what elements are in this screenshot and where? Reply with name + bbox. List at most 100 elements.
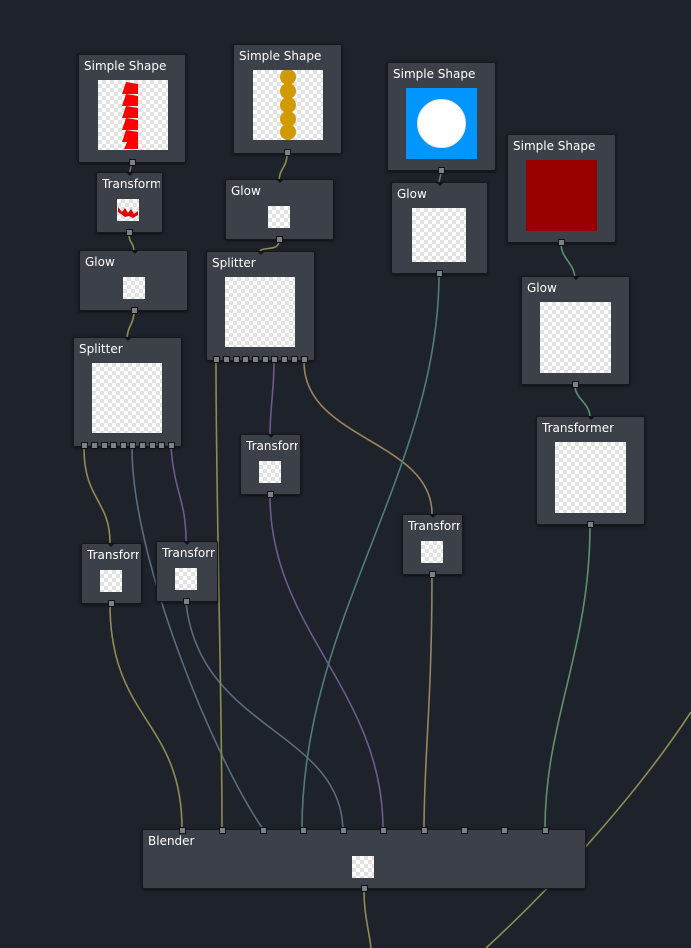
output-port[interactable]: [110, 442, 117, 449]
wire: [269, 361, 275, 435]
wire: [185, 602, 344, 830]
wire: [83, 447, 111, 544]
node-title: Splitter: [79, 342, 123, 356]
output-port[interactable]: [101, 442, 108, 449]
node-simple-shape-3[interactable]: Simple Shape: [387, 62, 496, 174]
node-glow-3[interactable]: Glow: [391, 182, 488, 277]
spike-shape-thumbnail: [122, 82, 138, 149]
input-port[interactable]: [501, 827, 508, 834]
input-port[interactable]: [267, 434, 275, 438]
output-port[interactable]: [572, 381, 579, 388]
output-port[interactable]: [284, 149, 291, 156]
input-port[interactable]: [276, 179, 284, 183]
node-preview: [526, 160, 597, 231]
wire: [269, 495, 384, 830]
input-port[interactable]: [461, 827, 468, 834]
input-port[interactable]: [340, 827, 347, 834]
output-port[interactable]: [267, 491, 274, 498]
node-preview: [225, 277, 295, 347]
output-port[interactable]: [233, 356, 240, 363]
node-splitter-2[interactable]: Splitter: [206, 251, 315, 363]
spike-shape-thumbnail: [118, 207, 138, 218]
output-port[interactable]: [429, 571, 436, 578]
output-port[interactable]: [301, 356, 308, 363]
output-port[interactable]: [158, 442, 165, 449]
node-glow-4[interactable]: Glow: [521, 276, 630, 388]
wire: [278, 153, 288, 183]
node-blender[interactable]: Blender: [142, 827, 586, 892]
wire: [131, 447, 264, 830]
output-port[interactable]: [558, 239, 565, 246]
output-port[interactable]: [129, 442, 136, 449]
output-port[interactable]: [438, 167, 445, 174]
output-port[interactable]: [281, 356, 288, 363]
node-simple-shape-4[interactable]: Simple Shape: [507, 134, 616, 246]
node-preview: [268, 206, 290, 228]
node-title: Simple Shape: [84, 59, 167, 73]
input-port[interactable]: [183, 541, 191, 545]
input-port[interactable]: [131, 250, 139, 254]
node-title: Transform: [246, 439, 298, 453]
output-port[interactable]: [129, 159, 136, 166]
output-port[interactable]: [271, 356, 278, 363]
input-port[interactable]: [436, 182, 444, 186]
node-title: Splitter: [212, 256, 256, 270]
node-transform-d[interactable]: Transform: [402, 514, 463, 578]
wire: [109, 603, 183, 830]
output-port[interactable]: [139, 442, 146, 449]
node-transformer-1[interactable]: Transformer: [96, 172, 163, 236]
node-title: Transformer: [102, 177, 160, 191]
node-simple-shape-1[interactable]: Simple Shape: [78, 54, 186, 166]
input-port[interactable]: [179, 827, 186, 834]
output-port[interactable]: [108, 600, 115, 607]
output-port[interactable]: [242, 356, 249, 363]
input-port[interactable]: [300, 827, 307, 834]
node-preview: [100, 570, 122, 592]
node-simple-shape-2[interactable]: Simple Shape: [233, 44, 342, 156]
output-port[interactable]: [276, 236, 283, 243]
input-port[interactable]: [260, 827, 267, 834]
output-port[interactable]: [262, 356, 269, 363]
output-port[interactable]: [587, 521, 594, 528]
node-title: Simple Shape: [513, 139, 596, 153]
input-port[interactable]: [124, 337, 132, 341]
output-port[interactable]: [291, 356, 298, 363]
input-port[interactable]: [219, 827, 226, 834]
input-port[interactable]: [257, 251, 265, 255]
output-port[interactable]: [149, 442, 156, 449]
output-port[interactable]: [213, 356, 220, 363]
output-port[interactable]: [91, 442, 98, 449]
node-title: Glow: [397, 187, 427, 201]
node-preview: [406, 88, 477, 159]
input-port[interactable]: [380, 827, 387, 834]
output-port[interactable]: [183, 598, 190, 605]
output-port[interactable]: [252, 356, 259, 363]
node-title: Blender: [148, 834, 195, 848]
input-port[interactable]: [126, 172, 134, 176]
input-port[interactable]: [587, 416, 595, 420]
node-transformer-2[interactable]: Transformer: [536, 416, 645, 528]
node-glow-1[interactable]: Glow: [79, 250, 188, 314]
output-port[interactable]: [223, 356, 230, 363]
node-splitter-1[interactable]: Splitter: [73, 337, 182, 449]
wire: [363, 890, 372, 948]
input-port[interactable]: [429, 514, 437, 518]
node-transform-c[interactable]: Transform: [240, 434, 301, 498]
node-transform-b[interactable]: Transform: [156, 541, 218, 605]
input-port[interactable]: [107, 543, 115, 547]
node-preview: [175, 568, 197, 590]
input-port[interactable]: [421, 827, 428, 834]
output-port[interactable]: [131, 307, 138, 314]
node-preview: [92, 363, 162, 433]
output-port[interactable]: [361, 885, 368, 892]
input-port[interactable]: [542, 827, 549, 834]
output-port[interactable]: [168, 442, 175, 449]
output-port[interactable]: [81, 442, 88, 449]
output-port[interactable]: [436, 270, 443, 277]
node-glow-2[interactable]: Glow: [225, 179, 334, 243]
output-port[interactable]: [126, 229, 133, 236]
input-port[interactable]: [572, 276, 580, 280]
wire: [544, 524, 591, 830]
output-port[interactable]: [120, 442, 127, 449]
node-transform-a[interactable]: Transform: [81, 543, 142, 607]
